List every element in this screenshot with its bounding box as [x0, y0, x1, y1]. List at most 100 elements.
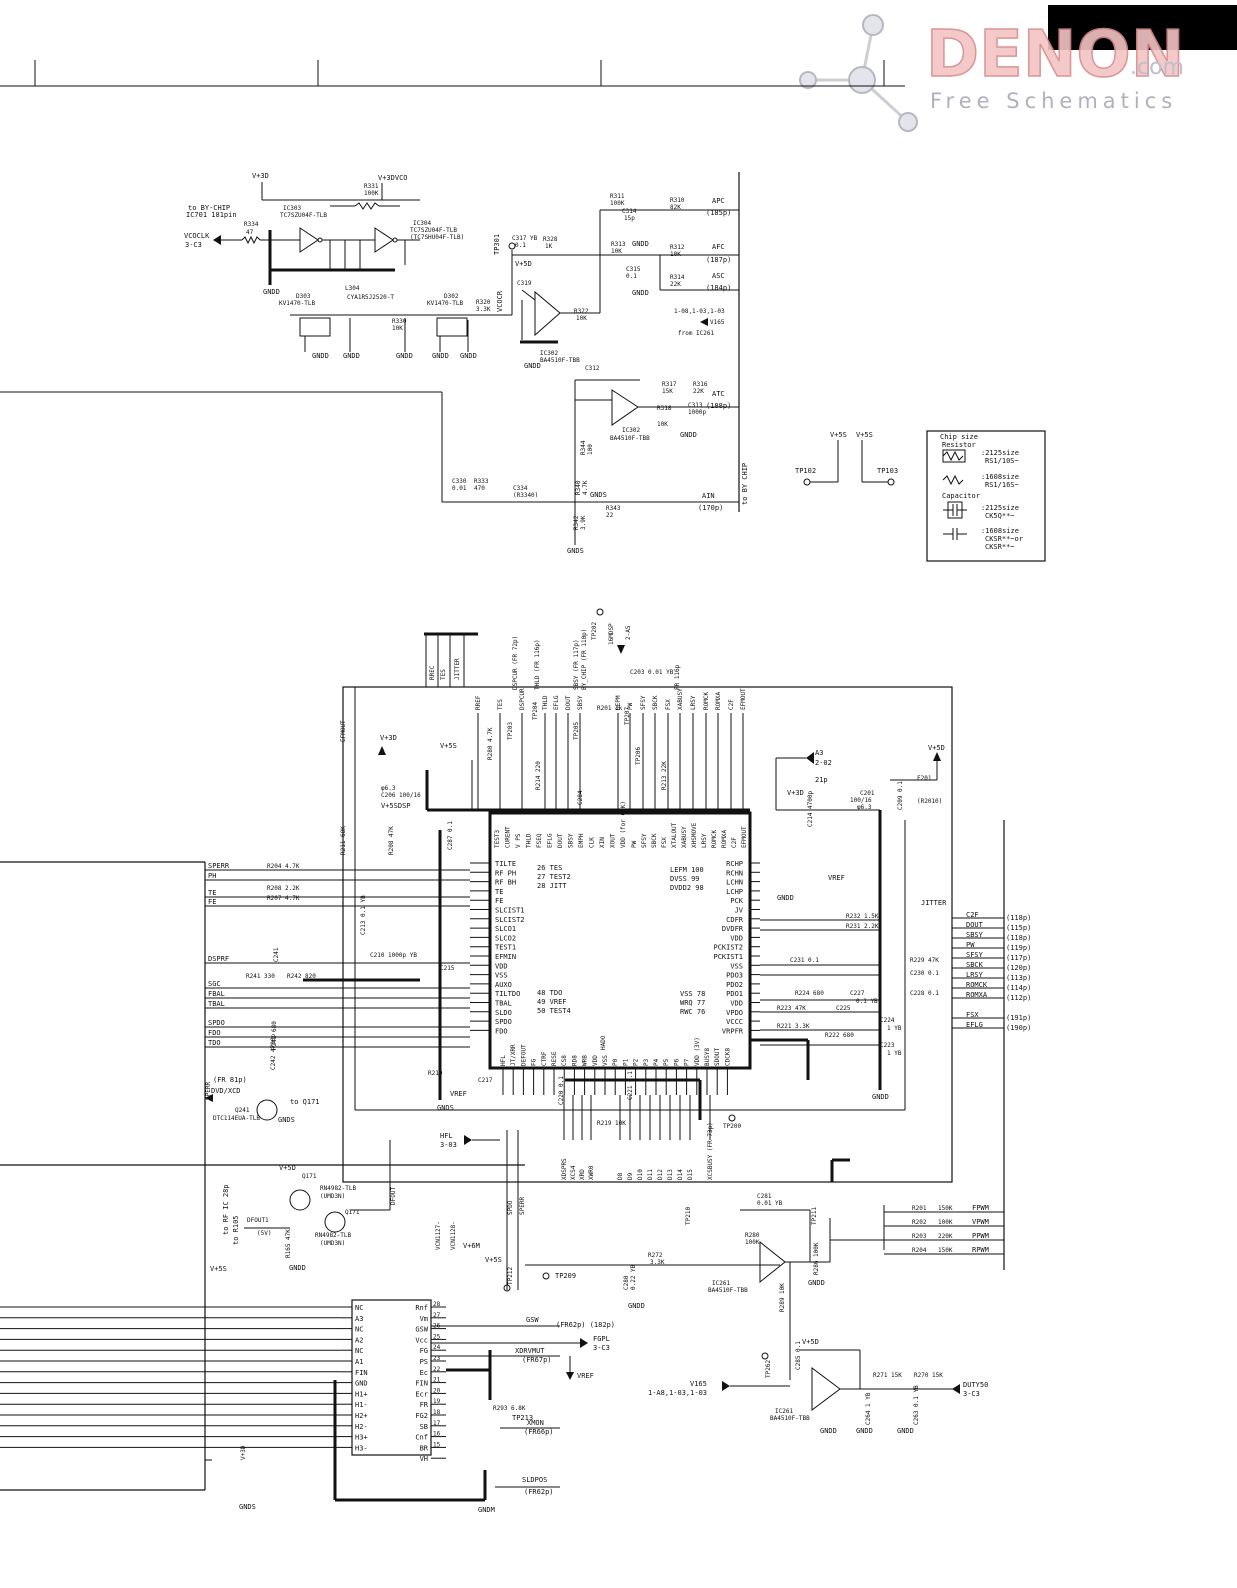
- chip-top-pin-label: EFLG: [547, 833, 554, 848]
- top-pin-label: FSX: [665, 699, 672, 710]
- svg-text:1 YB: 1 YB: [887, 1025, 902, 1032]
- svg-text:Q241: Q241: [235, 1107, 250, 1114]
- svg-text:1000p: 1000p: [688, 409, 706, 416]
- chip-bottom-pin-label: CS8: [561, 1055, 568, 1066]
- svg-text:TP203: TP203: [507, 722, 514, 740]
- motor-right-pin: Vcc: [415, 1336, 428, 1344]
- svg-text:100K: 100K: [745, 1239, 760, 1246]
- chip-bottom-signal-label: D15: [687, 1169, 694, 1180]
- svg-text:GNDD: GNDD: [856, 1427, 873, 1435]
- svg-text:C242 4700p: C242 4700p: [270, 1033, 277, 1070]
- svg-text:CKSR**~or: CKSR**~or: [985, 535, 1023, 543]
- chip-bottom-pin-label: RD8: [571, 1055, 578, 1066]
- svg-text:RREC: RREC: [429, 665, 436, 680]
- motor-pin-number: 17: [433, 1420, 441, 1427]
- svg-text:R289 10K: R289 10K: [779, 1283, 786, 1312]
- svg-text:R286 100K: R286 100K: [813, 1242, 820, 1275]
- svg-text:47: 47: [246, 229, 254, 236]
- svg-text:DFOUT1: DFOUT1: [247, 1217, 269, 1224]
- svg-text:GNDD: GNDD: [680, 431, 697, 439]
- svg-text:R201 1k: R201 1k: [597, 705, 623, 712]
- motor-right-pin: SB: [420, 1423, 428, 1431]
- svg-text:C217: C217: [478, 1077, 493, 1084]
- svg-text:R219 10K: R219 10K: [597, 1120, 626, 1127]
- left-input-label: SPDO: [208, 1019, 225, 1027]
- svg-text:IC304: IC304: [413, 220, 431, 227]
- svg-text:V+3D: V+3D: [380, 734, 397, 742]
- chip-right-pin-label: RCHN: [726, 869, 743, 877]
- svg-text:R210: R210: [428, 1070, 443, 1077]
- chip-left-pin-label: RF BH: [495, 879, 516, 887]
- svg-text:16MDSP: 16MDSP: [608, 623, 615, 645]
- v165b-arrow-icon: [722, 1381, 730, 1391]
- svg-text:APC: APC: [712, 197, 725, 205]
- chip-top-pin-label: EFMOUT: [741, 826, 748, 848]
- chip-right-pin-label: VPDO: [726, 1009, 743, 1017]
- chip-bottom-pin-label: P5: [663, 1058, 670, 1066]
- chip-bottom-pin-label: CDCK8: [724, 1048, 731, 1066]
- svg-text:0.1: 0.1: [515, 242, 526, 249]
- pwm-value: 150K: [938, 1247, 953, 1254]
- chip-bottom-signal-label: XDSPRS: [561, 1158, 568, 1180]
- motor-pin-number: 22: [433, 1366, 441, 1373]
- svg-text::2125size: :2125size: [981, 504, 1019, 512]
- svg-text:GNDS: GNDS: [437, 1104, 454, 1112]
- right-output-pin: (114p): [1006, 984, 1031, 992]
- right-output-name: DOUT: [966, 921, 984, 929]
- svg-text:100: 100: [587, 444, 594, 455]
- svg-text:FGPL: FGPL: [593, 1335, 610, 1343]
- motor-left-pin: A1: [355, 1358, 363, 1366]
- right-output-name: SFSY: [966, 951, 984, 959]
- chip-bottom-pin-label: FG: [531, 1058, 538, 1066]
- svg-text:V+5S: V+5S: [210, 1265, 227, 1273]
- chip-right-pin-label: VRPFR: [722, 1027, 744, 1035]
- chip-top-pin-label: V PS: [515, 833, 522, 848]
- svg-text:TP206: TP206: [635, 747, 642, 765]
- chip-bottom-signal-label: XRD: [579, 1169, 586, 1180]
- chip-top-pin-label: VDD (for CLK): [620, 801, 627, 848]
- left-input-label: DSPRF: [208, 955, 229, 963]
- svg-text:C263 0.1 YB: C263 0.1 YB: [913, 1385, 920, 1425]
- svg-text::1608size: :1608size: [981, 527, 1019, 535]
- svg-text:50 TEST4: 50 TEST4: [537, 1007, 571, 1015]
- svg-text:V+5S: V+5S: [440, 742, 457, 750]
- motor-left-pin: H2-: [355, 1423, 368, 1431]
- svg-text:82K: 82K: [670, 204, 681, 211]
- svg-text:φ6.3: φ6.3: [381, 785, 396, 792]
- top-pin-label: PW: [627, 702, 634, 710]
- svg-text:GNDS: GNDS: [239, 1503, 256, 1511]
- svg-text:C313: C313: [688, 402, 703, 409]
- svg-text:TP204: TP204: [532, 702, 539, 720]
- pwm-resistor: R201: [912, 1205, 927, 1212]
- svg-text:GNDS: GNDS: [278, 1116, 295, 1124]
- chip-right-pin-label: PCKIST2: [713, 944, 743, 952]
- svg-text:DVDD2 98: DVDD2 98: [670, 884, 704, 892]
- svg-text:(FR62p): (FR62p): [524, 1488, 554, 1496]
- svg-text:C209 0.1: C209 0.1: [897, 781, 904, 810]
- svg-text:KV1470-TLB: KV1470-TLB: [427, 300, 464, 307]
- svg-text:(UMD3N): (UMD3N): [320, 1240, 345, 1247]
- right-output-pin: (118p): [1006, 934, 1031, 942]
- svg-text:GNDD: GNDD: [289, 1264, 306, 1272]
- svg-text:R318: R318: [657, 405, 672, 412]
- svg-text:VSS 78: VSS 78: [680, 990, 705, 998]
- svg-text:C330: C330: [452, 478, 467, 485]
- svg-text:to RF IC 28p: to RF IC 28p: [222, 1184, 230, 1235]
- right-output-name: ROMXA: [966, 991, 988, 999]
- svg-text:R213 22K: R213 22K: [661, 761, 668, 790]
- chip-right-pin-label: PDO3: [726, 972, 743, 980]
- svg-text:1-08,1-03,1-03: 1-08,1-03,1-03: [674, 308, 725, 315]
- right-output-pin: (190p): [1006, 1024, 1031, 1032]
- chip-right-pin-label: CDFR: [726, 916, 744, 924]
- svg-text:R280 4.7K: R280 4.7K: [487, 727, 494, 760]
- svg-text:from IC261: from IC261: [678, 330, 715, 337]
- svg-text:RN4982-TLB: RN4982-TLB: [320, 1185, 357, 1192]
- svg-text:TP213: TP213: [512, 1414, 533, 1422]
- chip-right-pin-label: DVDFR: [722, 925, 744, 933]
- top-pin-label: LRSY: [690, 695, 697, 710]
- arrow-v3d-icon: [378, 746, 386, 755]
- svg-text:F201: F201: [917, 775, 932, 782]
- svg-text:C220 0.1: C220 0.1: [558, 1076, 565, 1105]
- bottom-section: (FR 81p) DVD/XCD SPERR C242 4700p R242 6…: [0, 1021, 1004, 1514]
